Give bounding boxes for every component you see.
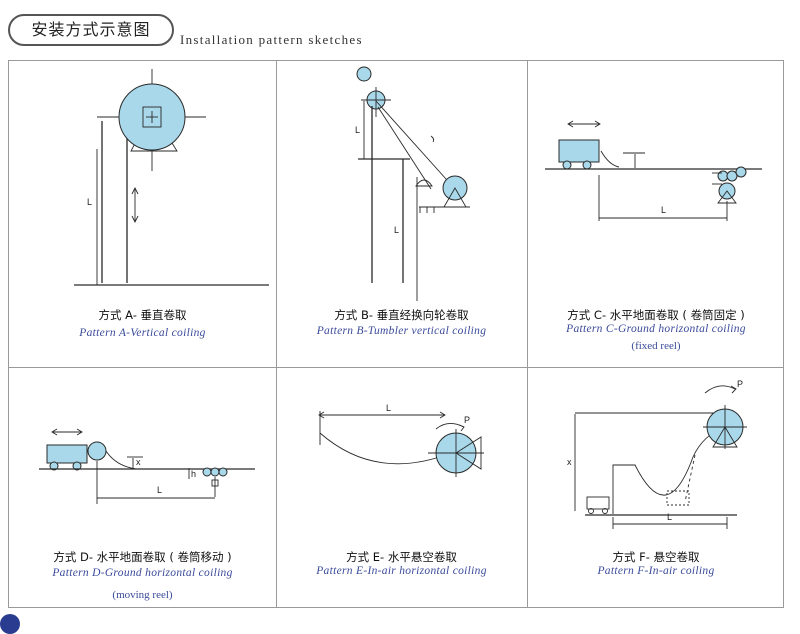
dim-label: L: [667, 512, 672, 522]
pattern-e-sketch: L P: [318, 403, 484, 477]
caption-zh: 方式 A- 垂直卷取: [98, 308, 187, 322]
svg-text:x: x: [136, 457, 141, 467]
pattern-c-panel: L 方式 C- 水平地面卷取 ( 卷筒固定 ) Pattern C-Ground…: [527, 61, 785, 367]
pattern-e-panel: L P 方式 E- 水平悬空卷取 Pattern E-In-air horizo…: [276, 367, 527, 609]
page-title: 安装方式示意图: [8, 14, 174, 46]
svg-text:h: h: [191, 469, 196, 479]
dim-label: L: [355, 125, 360, 135]
page-subtitle: Installation pattern sketches: [180, 32, 363, 47]
dim-label: L: [87, 197, 92, 207]
caption-zh: 方式 F- 悬空卷取: [612, 550, 700, 564]
caption-en: Pattern C-Ground horizontal coiling: [566, 323, 746, 335]
dim-label: L: [661, 205, 666, 215]
caption-zh: 方式 B- 垂直经换向轮卷取: [334, 308, 469, 322]
dim-label-2: L: [394, 225, 399, 235]
caption-zh: 方式 E- 水平悬空卷取: [346, 550, 457, 564]
pattern-b-sketch: L L: [355, 66, 470, 301]
svg-text:x: x: [567, 457, 572, 467]
svg-text:P: P: [464, 415, 470, 425]
pattern-f-panel: P x L 方式 F- 悬空卷取 Pattern F-In-air coilin…: [527, 367, 785, 609]
pattern-a-panel: L 方式 A- 垂直卷取 Pattern A-Vertical coiling: [9, 61, 276, 367]
dim-label: L: [157, 485, 162, 495]
corner-badge: [0, 614, 20, 634]
caption-en: Pattern D-Ground horizontal coiling: [52, 567, 233, 579]
pattern-f-sketch: P x L: [567, 379, 747, 529]
caption-zh: 方式 C- 水平地面卷取 ( 卷筒固定 ): [567, 308, 745, 322]
svg-text:P: P: [737, 379, 743, 389]
caption-en: Pattern E-In-air horizontal coiling: [316, 565, 487, 577]
pattern-c-sketch: L: [545, 120, 762, 221]
pattern-a-sketch: L: [74, 69, 269, 286]
pattern-d-sketch: x h L: [39, 428, 255, 504]
dim-label: L: [386, 403, 391, 413]
pattern-grid: L 方式 A- 垂直卷取 Pattern A-Vertical coiling …: [8, 60, 784, 608]
caption-en-note: (fixed reel): [631, 340, 681, 352]
caption-en: Pattern A-Vertical coiling: [79, 327, 206, 339]
caption-en: Pattern B-Tumbler vertical coiling: [316, 325, 487, 337]
caption-en: Pattern F-In-air coiling: [597, 565, 715, 577]
caption-zh: 方式 D- 水平地面卷取 ( 卷筒移动 ): [53, 550, 232, 564]
pattern-d-panel: x h L 方式 D- 水平地面卷取 ( 卷筒移动 ) Pattern D-Gr…: [9, 367, 276, 609]
caption-en-note: (moving reel): [112, 589, 173, 601]
pattern-b-panel: L L 方式 B- 垂直经换向轮卷取 Pattern B-Tumbler ver…: [276, 61, 527, 367]
